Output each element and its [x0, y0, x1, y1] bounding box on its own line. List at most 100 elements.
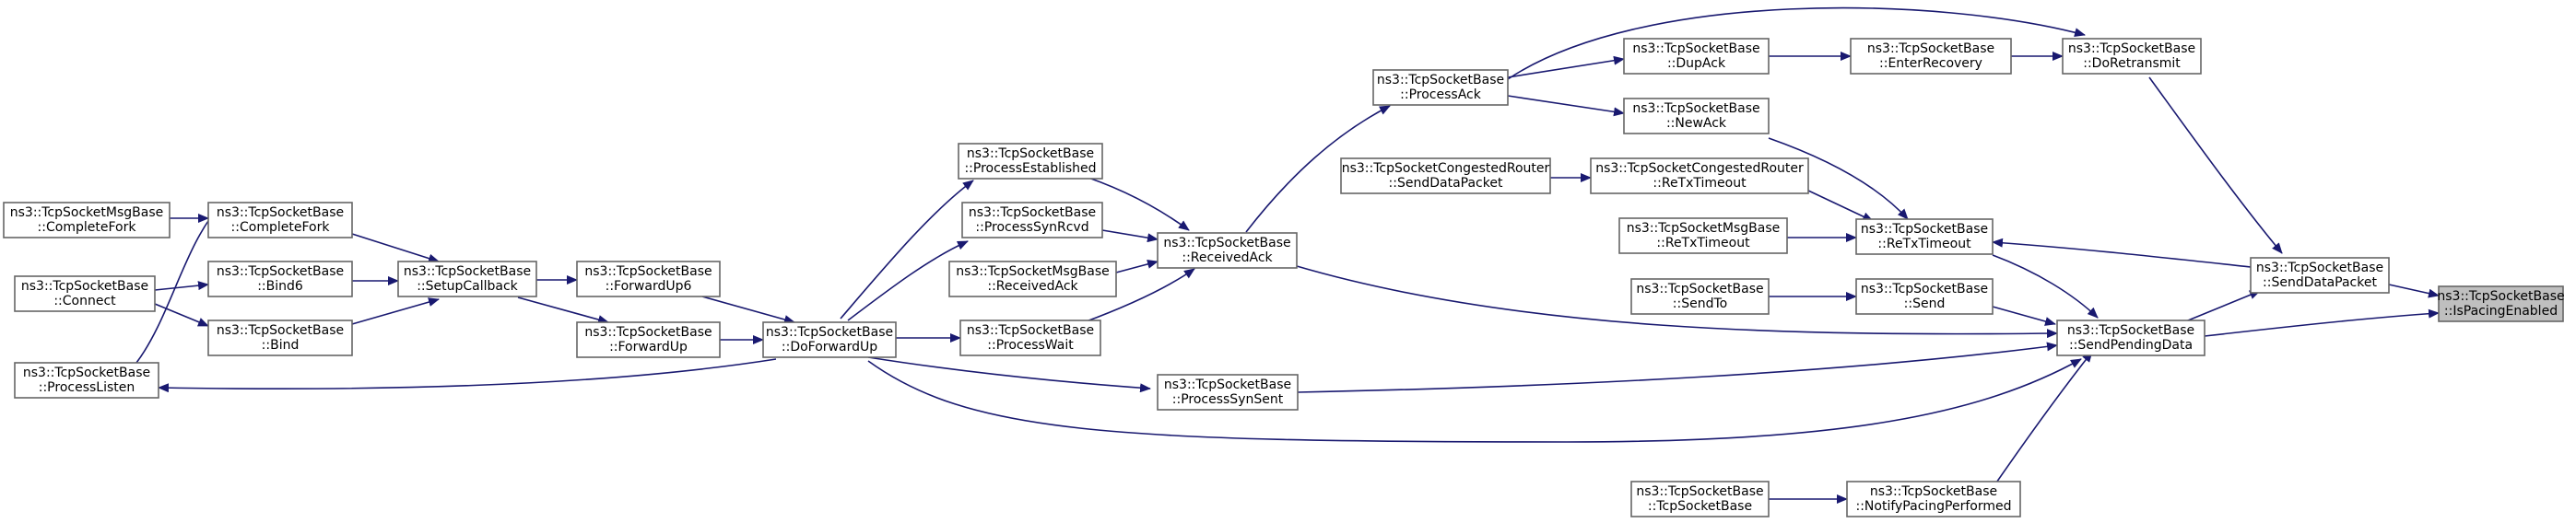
svg-text:ns3::TcpSocketBase: ns3::TcpSocketBase	[969, 205, 1096, 220]
svg-text:::SendTo: ::SendTo	[1673, 296, 1727, 311]
edge-connect-bind6	[154, 281, 209, 291]
edge-doretransmit-senddatapacket	[2148, 76, 2283, 254]
svg-text:ns3::TcpSocketBase: ns3::TcpSocketBase	[217, 205, 344, 220]
svg-text:ns3::TcpSocketBase: ns3::TcpSocketBase	[584, 325, 712, 340]
node-process-syn-rcvd[interactable]: ns3::TcpSocketBase ::ProcessSynRcvd	[961, 202, 1103, 238]
edge-router-retxtimeout	[1806, 189, 1874, 222]
svg-text:::DoForwardUp: ::DoForwardUp	[782, 340, 877, 354]
edge-connect-bind	[154, 303, 209, 327]
node-process-syn-sent[interactable]: ns3::TcpSocketBase ::ProcessSynSent	[1157, 374, 1299, 411]
svg-text:::DupAck: ::DupAck	[1667, 56, 1726, 71]
node-do-retransmit[interactable]: ns3::TcpSocketBase ::DoRetransmit	[2062, 38, 2202, 75]
svg-text:ns3::TcpSocketCongestedRouter: ns3::TcpSocketCongestedRouter	[1342, 161, 1550, 176]
node-process-listen[interactable]: ns3::TcpSocketBase ::ProcessListen	[14, 362, 159, 399]
svg-text:::CompleteFork: ::CompleteFork	[38, 220, 137, 235]
node-process-established[interactable]: ns3::TcpSocketBase ::ProcessEstablished	[958, 143, 1103, 180]
edge-processsynrcvd-receivedack	[1101, 229, 1159, 243]
svg-text:ns3::TcpSocketBase: ns3::TcpSocketBase	[967, 146, 1094, 161]
svg-text:::ReTxTimeout: ::ReTxTimeout	[1877, 237, 1971, 251]
svg-text:ns3::TcpSocketBase: ns3::TcpSocketBase	[2067, 323, 2194, 338]
edge-doforwardup-processlisten	[158, 358, 777, 393]
node-process-ack[interactable]: ns3::TcpSocketBase ::ProcessAck	[1372, 69, 1509, 106]
svg-text:::Bind: ::Bind	[262, 338, 300, 353]
svg-text:::DoRetransmit: ::DoRetransmit	[2083, 56, 2181, 71]
svg-text:::ReTxTimeout: ::ReTxTimeout	[1656, 236, 1750, 250]
node-msg-complete-fork[interactable]: ns3::TcpSocketMsgBase ::CompleteFork	[3, 202, 171, 238]
edge-send-sendpendingdata	[1992, 306, 2056, 326]
node-is-pacing-enabled[interactable]: ns3::TcpSocketBase ::IsPacingEnabled	[2437, 285, 2565, 322]
svg-text:ns3::TcpSocketBase: ns3::TcpSocketBase	[21, 279, 148, 294]
svg-text:ns3::TcpSocketBase: ns3::TcpSocketBase	[1632, 101, 1759, 116]
svg-text:::ReceivedAck: ::ReceivedAck	[987, 279, 1078, 294]
edge-processack-doretransmit	[1507, 6, 2086, 80]
svg-text:::ForwardUp: ::ForwardUp	[609, 340, 688, 354]
svg-text:ns3::TcpSocketBase: ns3::TcpSocketBase	[23, 366, 150, 380]
node-bind6[interactable]: ns3::TcpSocketBase ::Bind6	[207, 261, 353, 297]
node-received-ack[interactable]: ns3::TcpSocketBase ::ReceivedAck	[1157, 232, 1298, 269]
node-setup-callback[interactable]: ns3::TcpSocketBase ::SetupCallback	[397, 261, 537, 297]
node-do-forward-up[interactable]: ns3::TcpSocketBase ::DoForwardUp	[762, 321, 897, 358]
node-retx-timeout[interactable]: ns3::TcpSocketBase ::ReTxTimeout	[1855, 218, 1994, 255]
node-process-wait[interactable]: ns3::TcpSocketBase ::ProcessWait	[959, 320, 1101, 356]
svg-text:::ProcessSynSent: ::ProcessSynSent	[1172, 392, 1284, 407]
svg-text:::NewAck: ::NewAck	[1666, 116, 1727, 131]
svg-text:ns3::TcpSocketBase: ns3::TcpSocketBase	[1867, 41, 1994, 56]
svg-text:::Bind6: ::Bind6	[257, 279, 303, 294]
edge-sendpendingdata-ispacingenabled	[2204, 308, 2440, 337]
edge-receivedack-processack	[1245, 105, 1391, 233]
node-forward-up[interactable]: ns3::TcpSocketBase ::ForwardUp	[576, 321, 721, 358]
edge-newack-retxtimeout	[1768, 137, 1909, 220]
svg-text:::Connect: ::Connect	[53, 294, 116, 308]
edge-processack-newack	[1507, 95, 1625, 117]
svg-text:ns3::TcpSocketBase: ns3::TcpSocketBase	[1377, 73, 1504, 87]
svg-text:ns3::TcpSocketBase: ns3::TcpSocketBase	[2068, 41, 2195, 56]
svg-text:ns3::TcpSocketBase: ns3::TcpSocketBase	[1861, 282, 1988, 296]
svg-text:::ProcessSynRcvd: ::ProcessSynRcvd	[975, 220, 1088, 235]
svg-text:ns3::TcpSocketBase: ns3::TcpSocketBase	[2256, 261, 2383, 275]
edge-receivedack-sendpendingdata	[1296, 265, 2058, 339]
edge-processwait-receivedack	[1083, 268, 1195, 323]
node-forward-up6[interactable]: ns3::TcpSocketBase ::ForwardUp6	[576, 261, 721, 297]
svg-text:ns3::TcpSocketBase: ns3::TcpSocketBase	[967, 323, 1094, 338]
node-new-ack[interactable]: ns3::TcpSocketBase ::NewAck	[1623, 98, 1770, 134]
svg-text:::SetupCallback: ::SetupCallback	[417, 279, 518, 294]
svg-text:ns3::TcpSocketMsgBase: ns3::TcpSocketMsgBase	[956, 264, 1109, 279]
edge-doforwardup-processsynsent	[867, 356, 1151, 393]
svg-text:ns3::TcpSocketBase: ns3::TcpSocketBase	[1632, 41, 1759, 56]
edge-setupcallback-forwardup	[517, 296, 609, 324]
svg-text:ns3::TcpSocketBase: ns3::TcpSocketBase	[217, 264, 344, 279]
node-bind[interactable]: ns3::TcpSocketBase ::Bind	[207, 320, 353, 356]
node-notify-pacing-performed[interactable]: ns3::TcpSocketBase ::NotifyPacingPerform…	[1846, 481, 2021, 517]
node-send-to[interactable]: ns3::TcpSocketBase ::SendTo	[1630, 278, 1770, 315]
svg-text:ns3::TcpSocketBase: ns3::TcpSocketBase	[1870, 484, 1997, 499]
edges	[135, 6, 2440, 504]
svg-text:::SendDataPacket: ::SendDataPacket	[1389, 176, 1503, 191]
svg-text:ns3::TcpSocketMsgBase: ns3::TcpSocketMsgBase	[1627, 221, 1780, 236]
edge-notifypacing-sendpendingdata	[1992, 351, 2093, 489]
edge-retxtimeout-sendpendingdata	[1992, 254, 2099, 319]
edge-processsynsent-sendpendingdata	[1297, 342, 2058, 393]
svg-text:ns3::TcpSocketBase: ns3::TcpSocketBase	[766, 325, 893, 340]
nodes: ns3::TcpSocketBase ::IsPacingEnabled ns3…	[3, 38, 2565, 517]
svg-text:::Send: ::Send	[1904, 296, 1946, 311]
node-send-pending-data[interactable]: ns3::TcpSocketBase ::SendPendingData	[2056, 320, 2205, 356]
svg-text:ns3::TcpSocketMsgBase: ns3::TcpSocketMsgBase	[10, 205, 163, 220]
node-enter-recovery[interactable]: ns3::TcpSocketBase ::EnterRecovery	[1850, 38, 2012, 75]
edge-completefork-setupcallback	[351, 233, 440, 263]
svg-text:ns3::TcpSocketBase: ns3::TcpSocketBase	[1163, 236, 1290, 250]
node-msg-retx-timeout[interactable]: ns3::TcpSocketMsgBase ::ReTxTimeout	[1618, 217, 1788, 254]
node-connect[interactable]: ns3::TcpSocketBase ::Connect	[14, 275, 156, 312]
node-send[interactable]: ns3::TcpSocketBase ::Send	[1855, 278, 1994, 315]
node-dup-ack[interactable]: ns3::TcpSocketBase ::DupAck	[1623, 38, 1770, 75]
edge-processack-dupack	[1507, 55, 1625, 78]
edge-doforwardup-sendpendingdata	[867, 358, 2082, 443]
node-tcp-socket-base-ctor[interactable]: ns3::TcpSocketBase ::TcpSocketBase	[1630, 481, 1770, 517]
node-send-data-packet[interactable]: ns3::TcpSocketBase ::SendDataPacket	[2250, 257, 2390, 294]
svg-text:::EnterRecovery: ::EnterRecovery	[1879, 56, 1982, 71]
svg-text:::CompleteFork: ::CompleteFork	[231, 220, 331, 235]
node-complete-fork[interactable]: ns3::TcpSocketBase ::CompleteFork	[207, 202, 353, 238]
node-msg-received-ack[interactable]: ns3::TcpSocketMsgBase ::ReceivedAck	[948, 261, 1117, 297]
node-router-retx-timeout[interactable]: ns3::TcpSocketCongestedRouter ::ReTxTime…	[1590, 157, 1809, 194]
node-router-send-data-packet[interactable]: ns3::TcpSocketCongestedRouter ::SendData…	[1340, 157, 1551, 194]
